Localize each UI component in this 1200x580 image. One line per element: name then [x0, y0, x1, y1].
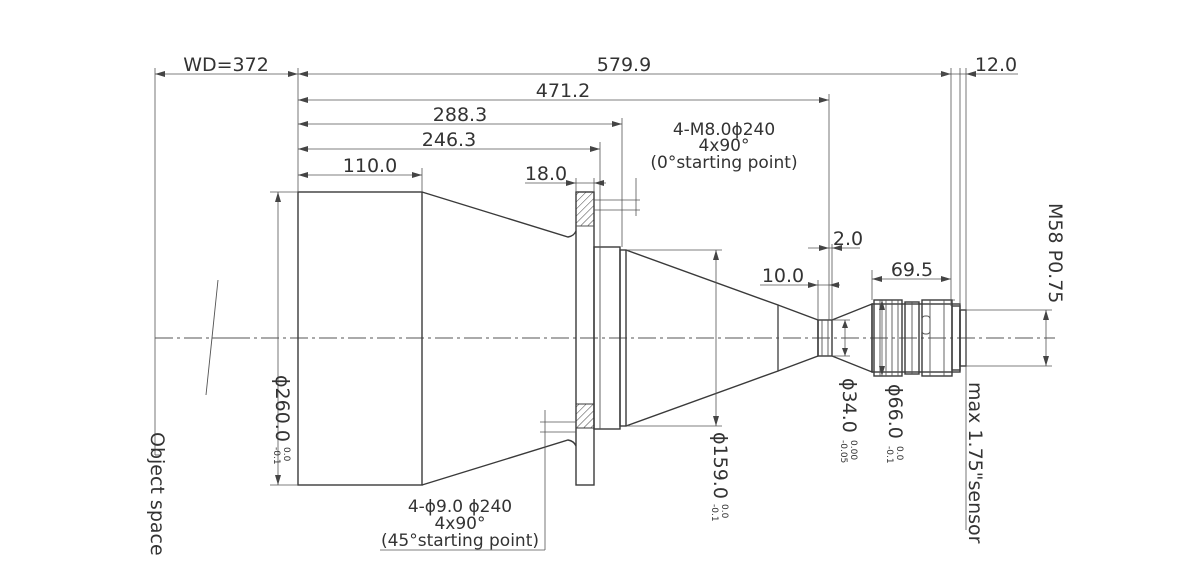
svg-text:0.0: 0.0: [281, 447, 291, 462]
svg-text:max 1.75"sensor: max 1.75"sensor: [964, 382, 986, 544]
svg-text:ϕ66.0: ϕ66.0: [884, 384, 906, 439]
dim-246: 246.3: [422, 129, 476, 151]
diameter-159-label: ϕ159.0 0.0 -0.1: [709, 432, 731, 522]
svg-text:ϕ260.0: ϕ260.0: [271, 375, 293, 442]
svg-text:ϕ159.0: ϕ159.0: [709, 432, 731, 499]
svg-text:Object space: Object space: [146, 432, 168, 556]
dim-18: 18.0: [525, 163, 567, 185]
svg-text:0.0: 0.0: [719, 504, 729, 519]
hole-note-line-3: (45°starting point): [381, 531, 539, 551]
lens-body: [297, 191, 967, 486]
diameter-34-label: ϕ34.0 0.00 -0.05: [838, 378, 860, 463]
break-symbol: [205, 279, 232, 396]
svg-text:-0.05: -0.05: [838, 440, 848, 463]
sensor-label: max 1.75"sensor: [964, 382, 986, 544]
dim-wd: WD=372: [183, 54, 269, 76]
extension-lines: [154, 68, 1052, 550]
dim-69: 69.5: [891, 259, 933, 281]
dim-12: 12.0: [975, 54, 1017, 76]
diameter-260-label: ϕ260.0 0.0 -0.1: [271, 375, 293, 465]
hole-note-line-1: 4-ϕ9.0 ϕ240: [408, 497, 512, 517]
dim-288: 288.3: [433, 104, 487, 126]
dim-10: 10.0: [762, 265, 804, 287]
svg-text:-0.1: -0.1: [884, 446, 894, 464]
svg-text:ϕ34.0: ϕ34.0: [838, 378, 860, 433]
mount-thread-label: M58 P0.75: [1044, 203, 1066, 303]
hole-note-line-2: 4x90°: [434, 514, 485, 534]
dimension-lines: [155, 71, 1049, 551]
dim-2: 2.0: [833, 228, 863, 250]
dim-total-length: 579.9: [597, 54, 651, 76]
dim-471: 471.2: [536, 80, 590, 102]
diameter-66-label: ϕ66.0 0.0 -0.1: [884, 384, 906, 464]
svg-text:0.0: 0.0: [894, 446, 904, 461]
thread-note-line-1: 4-M8.0ϕ240: [673, 120, 775, 140]
svg-text:-0.1: -0.1: [271, 447, 281, 465]
svg-text:M58 P0.75: M58 P0.75: [1044, 203, 1066, 303]
svg-text:-0.1: -0.1: [709, 504, 719, 522]
thread-note-line-2: 4x90°: [698, 136, 749, 156]
svg-text:0.00: 0.00: [848, 440, 858, 460]
thread-note-line-3: (0°starting point): [650, 153, 797, 173]
object-space-label: Object space: [146, 432, 168, 556]
dim-110: 110.0: [343, 155, 397, 177]
